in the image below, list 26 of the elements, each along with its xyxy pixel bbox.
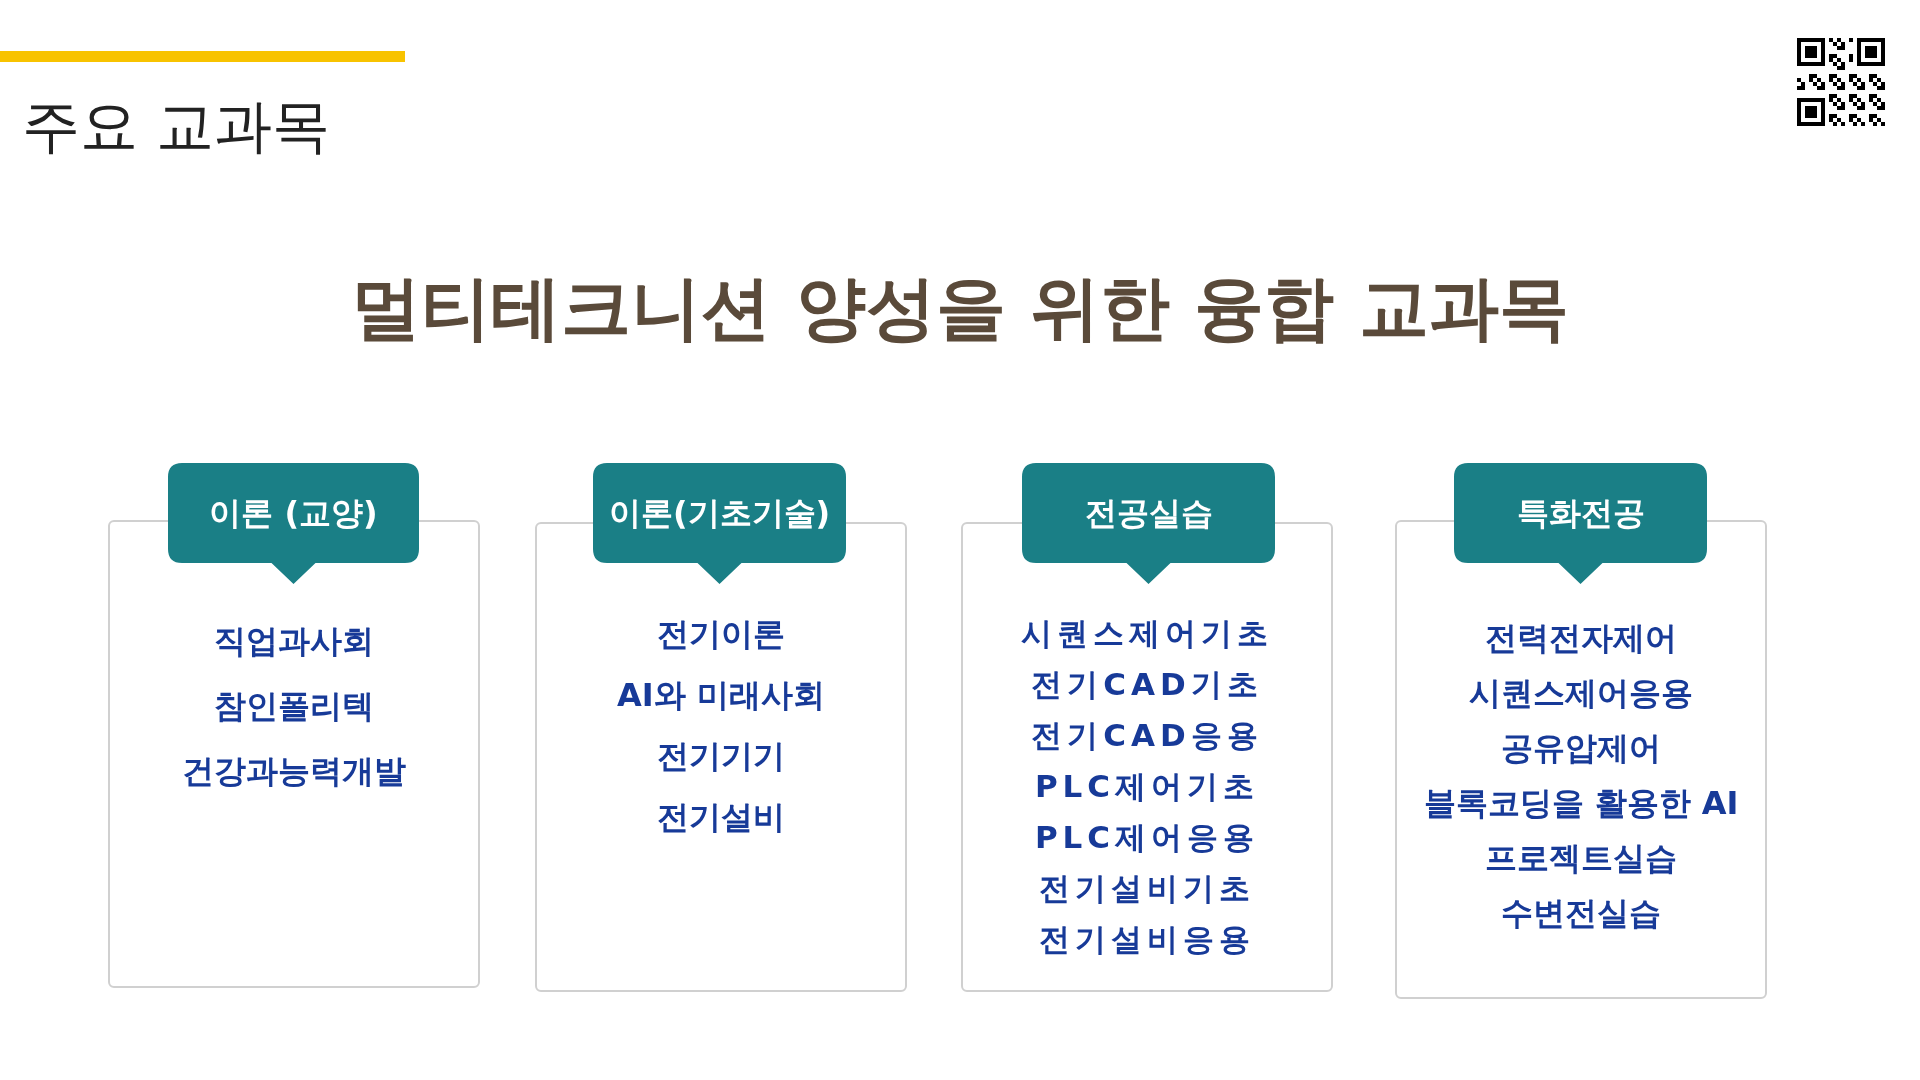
course-name: 건강과능력개발	[182, 750, 406, 792]
course-name: 직업과사회	[214, 620, 374, 662]
course-name: 수변전실습	[1501, 892, 1661, 934]
course-name: 전기CAD기초	[1031, 664, 1263, 704]
category-heading: 특화전공	[1516, 494, 1645, 532]
course-name: 전기설비	[657, 796, 785, 838]
course-name: AI와 미래사회	[617, 674, 825, 716]
course-name: 전기기기	[657, 735, 785, 777]
page-heading: 주요 교과목	[22, 91, 331, 162]
course-name: 전력전자제어	[1485, 617, 1677, 659]
course-name: PLC제어기초	[1034, 766, 1260, 806]
course-name: 전기설비기초	[1039, 868, 1255, 908]
course-name: 전기CAD응용	[1031, 715, 1263, 755]
category-heading: 전공실습	[1084, 494, 1213, 532]
category-heading: 이론(기초기술)	[608, 494, 831, 532]
course-name: 전기이론	[657, 613, 785, 655]
course-name: 시퀀스제어응용	[1469, 672, 1693, 714]
course-name: 전기설비응용	[1039, 919, 1255, 959]
course-name: 시퀀스제어기초	[1021, 613, 1273, 653]
course-name: 참인폴리텍	[214, 685, 374, 727]
course-name: 블록코딩을 활용한 AI	[1423, 782, 1739, 824]
course-name: 공유압제어	[1501, 727, 1661, 769]
course-name: 프로젝트실습	[1485, 837, 1677, 879]
title: 멀티테크니션 양성을 위한 융합 교과목	[350, 266, 1570, 351]
category-heading: 이론 (교양)	[209, 494, 378, 532]
course-name: PLC제어응용	[1034, 817, 1260, 857]
